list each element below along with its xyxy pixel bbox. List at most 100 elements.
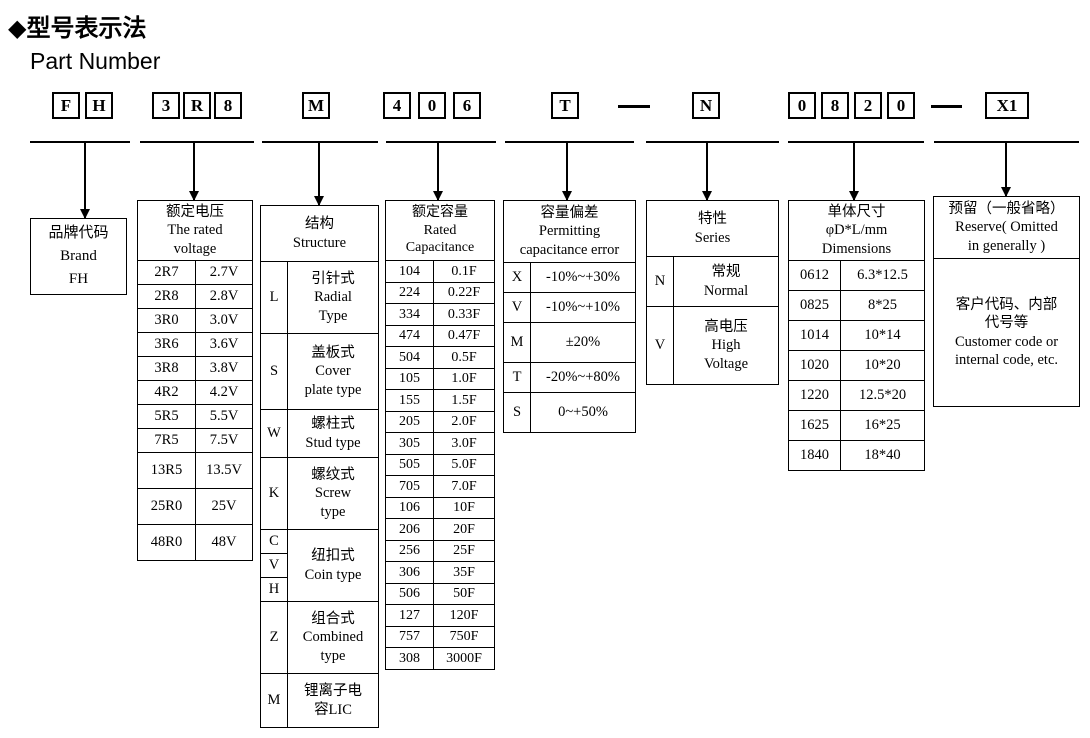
- code-cell: Z: [260, 601, 288, 674]
- code-cell: M: [260, 673, 288, 728]
- value-cell: 18*40: [840, 440, 925, 471]
- value-cell: 120F: [433, 604, 495, 627]
- code-cell: 0612: [788, 260, 841, 291]
- code-cell: 305: [385, 432, 434, 455]
- value-cell: 8*25: [840, 290, 925, 321]
- arrow-down-icon: [1005, 142, 1007, 196]
- arrow-down-icon: [84, 142, 86, 218]
- code-char: X1: [985, 92, 1029, 119]
- code-cell: 1020: [788, 350, 841, 381]
- value-cell: 1.5F: [433, 389, 495, 412]
- connector-line: [140, 141, 254, 143]
- value-cell: 10*14: [840, 320, 925, 351]
- table-row: T-20%~+80%: [503, 362, 636, 393]
- code-cell: 3R0: [137, 308, 196, 333]
- separator-dash: [931, 105, 962, 108]
- code-cell: S: [503, 392, 531, 433]
- value-cell: 5.0F: [433, 453, 495, 476]
- value-cell: 25F: [433, 539, 495, 562]
- value-cell: 7.0F: [433, 475, 495, 498]
- arrow-down-icon: [853, 142, 855, 200]
- value-cell: 0.5F: [433, 346, 495, 369]
- code-char: 0: [788, 92, 816, 119]
- value-cell: 3000F: [433, 647, 495, 670]
- value-cell: 3.8V: [195, 356, 253, 381]
- value-cell: 16*25: [840, 410, 925, 441]
- capacitance-header: 额定容量 Rated Capacitance: [385, 200, 495, 261]
- code-group-capacitance: 4 0 6: [383, 92, 481, 119]
- code-cell: 104: [385, 260, 434, 283]
- value-cell: 10*20: [840, 350, 925, 381]
- code-cell: 25R0: [137, 488, 196, 525]
- connector-line: [30, 141, 130, 143]
- connector-line: [788, 141, 924, 143]
- value-cell: 50F: [433, 582, 495, 605]
- code-char: 4: [383, 92, 411, 119]
- code-char: R: [183, 92, 211, 119]
- code-char: N: [692, 92, 720, 119]
- value-cell: 20F: [433, 518, 495, 541]
- code-cell: 106: [385, 496, 434, 519]
- code-cell: 474: [385, 324, 434, 347]
- value-cell: 3.0F: [433, 432, 495, 455]
- code-cell: 205: [385, 410, 434, 433]
- code-char: H: [85, 92, 113, 119]
- code-group-series: N: [692, 92, 720, 119]
- code-cell: 206: [385, 518, 434, 541]
- code-cell: 1840: [788, 440, 841, 471]
- code-cell: 1625: [788, 410, 841, 441]
- value-cell: 3.6V: [195, 332, 253, 357]
- code-char: 6: [453, 92, 481, 119]
- code-char: F: [52, 92, 80, 119]
- series-header: 特性 Series: [646, 200, 779, 257]
- code-cell: 3R6: [137, 332, 196, 357]
- error-table: 容量偏差 Permitting capacitance error X-10%~…: [503, 200, 636, 433]
- code-cell: 48R0: [137, 524, 196, 561]
- code-cell: H: [260, 577, 288, 602]
- code-cell: 224: [385, 281, 434, 304]
- code-char: 2: [854, 92, 882, 119]
- code-cell: M: [503, 322, 531, 363]
- code-group-brand: F H: [52, 92, 113, 119]
- value-cell: 引针式 Radial Type: [287, 261, 379, 334]
- value-cell: 1.0F: [433, 367, 495, 390]
- table-row: M±20%: [503, 322, 636, 363]
- code-cell: 2R8: [137, 284, 196, 309]
- code-cell: 13R5: [137, 452, 196, 489]
- structure-header: 结构 Structure: [260, 205, 379, 262]
- code-group-error: T: [551, 92, 579, 119]
- code-char: M: [302, 92, 330, 119]
- reserve-header: 预留（一般省略） Reserve( Omitted in generally ): [933, 196, 1080, 259]
- value-cell: 2.7V: [195, 260, 253, 285]
- code-cell: 127: [385, 604, 434, 627]
- value-cell: 0.22F: [433, 281, 495, 304]
- code-cell: 505: [385, 453, 434, 476]
- value-cell: 常规 Normal: [673, 256, 779, 307]
- value-cell: 5.5V: [195, 404, 253, 429]
- dimensions-header: 单体尺寸 φD*L/mm Dimensions: [788, 200, 925, 261]
- code-cell: 306: [385, 561, 434, 584]
- code-cell: 334: [385, 303, 434, 326]
- code-char: 8: [214, 92, 242, 119]
- value-cell: 4.2V: [195, 380, 253, 405]
